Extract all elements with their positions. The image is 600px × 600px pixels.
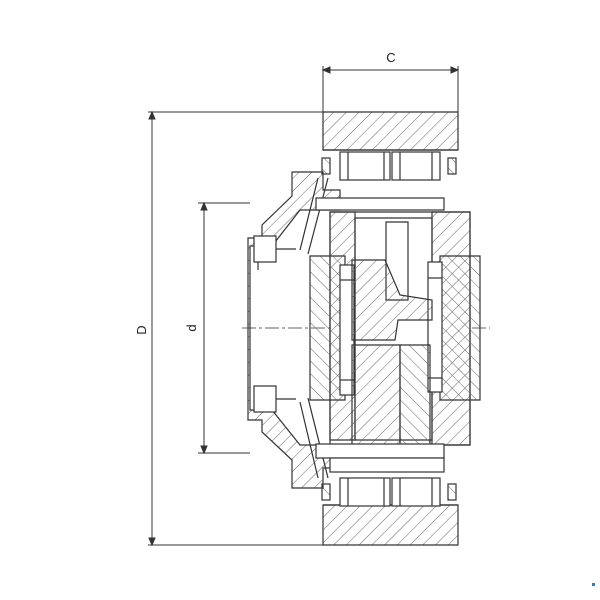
lower-race bbox=[315, 197, 445, 473]
inner-roller-left bbox=[309, 255, 355, 401]
dimension-d-outer-label: D bbox=[134, 325, 149, 334]
inner-roller-right bbox=[427, 255, 481, 401]
outer-roller-bottom bbox=[321, 477, 457, 507]
dimension-d-bore bbox=[198, 201, 250, 455]
marker-dot bbox=[592, 583, 595, 586]
cap-screw-top bbox=[253, 235, 296, 270]
tapered-race bbox=[299, 177, 329, 479]
outer-roller-top bbox=[321, 151, 457, 181]
cap-screw-bottom bbox=[253, 385, 296, 413]
dimension-d-bore-label: d bbox=[184, 324, 199, 331]
dimension-d-outer bbox=[148, 110, 323, 547]
dimension-c bbox=[321, 66, 460, 112]
center-web bbox=[351, 259, 433, 446]
dimension-c-label: C bbox=[386, 50, 395, 65]
